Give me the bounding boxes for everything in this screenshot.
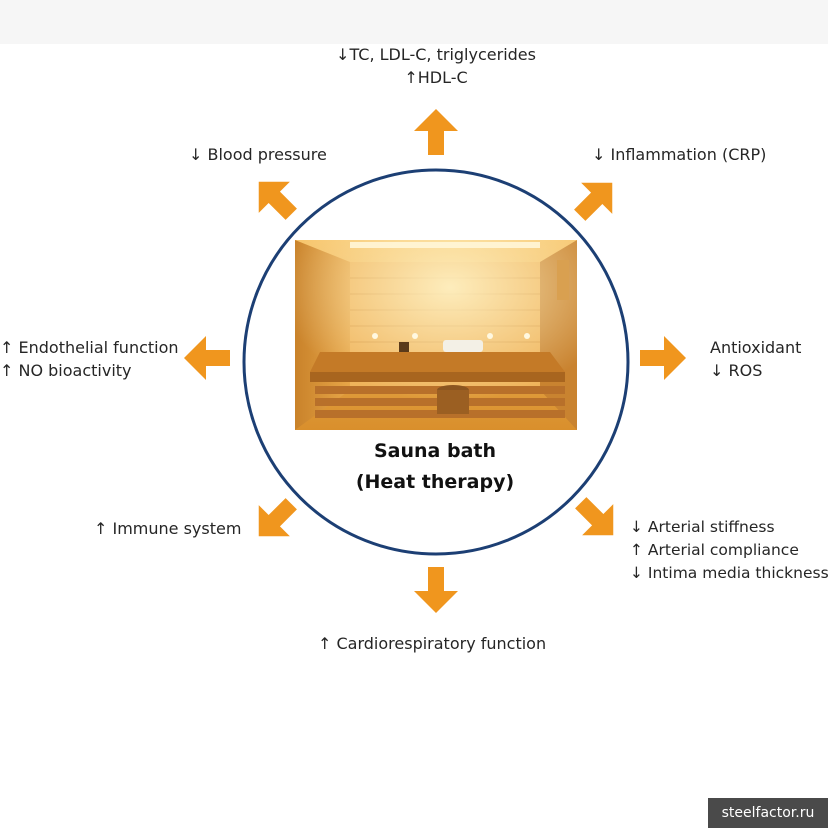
effect-top-label: ↓TC, LDL-C, triglycerides ↑HDL-C [331,43,541,89]
effect-bottom-left-line1: ↑ Immune system [94,519,242,538]
effect-bottom-line1: ↑ Cardiorespiratory function [318,634,547,653]
top-band [0,0,828,44]
site-watermark: steelfactor.ru [708,798,828,828]
effect-bottom-right-line3: ↓ Intima media thickness [630,564,828,582]
effect-top-left-label: ↓ Blood pressure [189,143,327,166]
arrow-left [184,336,230,380]
effect-top-right-line1: ↓ Inflammation (CRP) [592,145,767,164]
effect-left-label: ↑ Endothelial function ↑ NO bioactivity [0,336,179,382]
effect-bottom-label: ↑ Cardiorespiratory function [318,632,546,655]
arrow-up-left [258,181,297,220]
center-title-line2: (Heat therapy) [355,471,515,493]
center-title-line1: Sauna bath [373,440,497,462]
arrow-right [640,336,686,380]
effect-top-line2: ↑HDL-C [404,68,468,87]
effect-right-line2: ↓ ROS [710,361,763,380]
effect-top-right-label: ↓ Inflammation (CRP) [592,143,766,166]
effect-top-line1: ↓TC, LDL-C, triglycerides [336,45,536,64]
effect-top-left-line1: ↓ Blood pressure [189,145,327,164]
effect-bottom-right-line2: ↑ Arterial compliance [630,541,799,559]
effect-bottom-right-line1: ↓ Arterial stiffness [630,518,775,536]
effect-right-label: Antioxidant ↓ ROS [710,336,801,382]
effect-left-line1: ↑ Endothelial function [0,338,179,357]
arrow-down [414,567,458,613]
arrow-down-right [575,497,614,536]
effect-bottom-right-label: ↓ Arterial stiffness ↑ Arterial complian… [630,516,828,585]
effect-right-line1: Antioxidant [710,338,802,357]
arrow-up [414,109,458,155]
effect-left-line2: ↑ NO bioactivity [0,361,132,380]
arrow-down-left [258,498,297,537]
effect-bottom-left-label: ↑ Immune system [94,517,241,540]
arrow-up-right [574,182,613,221]
center-title: Sauna bath (Heat therapy) [300,436,570,498]
sauna-room-photo [295,240,577,430]
